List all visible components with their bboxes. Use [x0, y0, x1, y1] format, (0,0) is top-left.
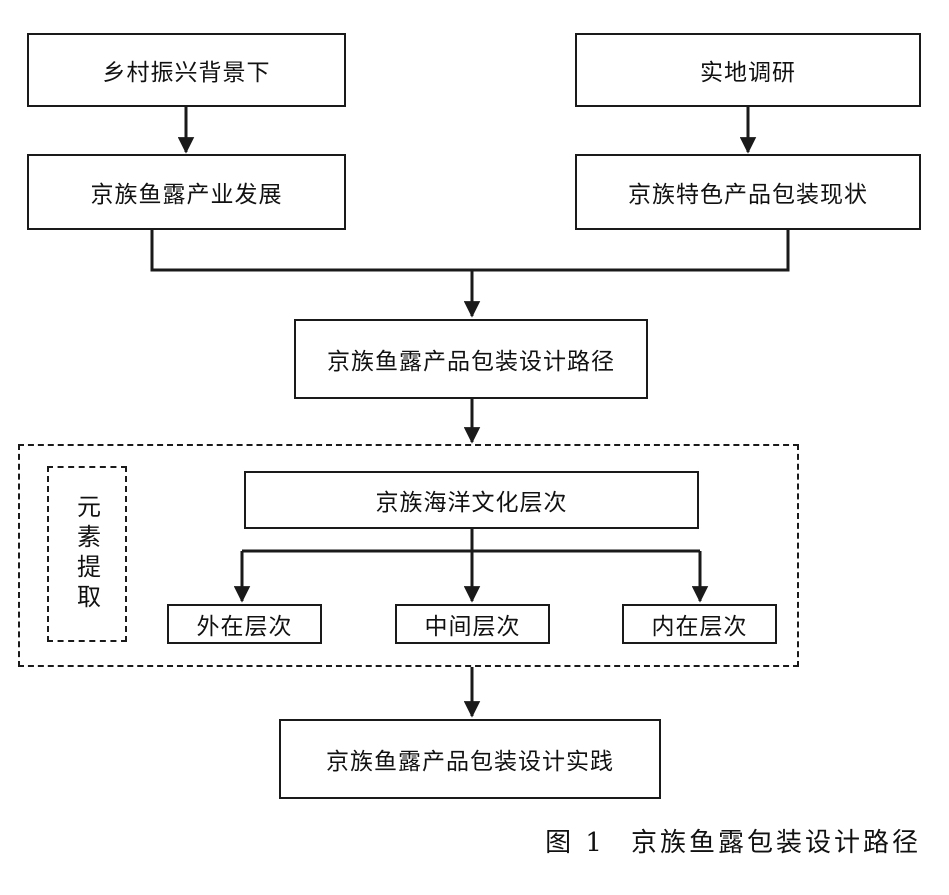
node-culture-levels: 京族海洋文化层次: [244, 471, 699, 529]
node-industry-development: 京族鱼露产业发展: [27, 154, 346, 230]
node-packaging-status: 京族特色产品包装现状: [575, 154, 921, 230]
side-label-element-extraction: 元素提取: [47, 466, 127, 642]
merge-connector: [150, 230, 790, 272]
figure-title: 京族鱼露包装设计路径: [630, 828, 921, 858]
node-design-practice: 京族鱼露产品包装设计实践: [279, 719, 661, 799]
node-outer-level: 外在层次: [167, 604, 322, 644]
figure-number: 图 1: [545, 828, 605, 858]
element-extraction-group: [18, 444, 799, 667]
node-rural-revitalization: 乡村振兴背景下: [27, 33, 346, 107]
node-design-path: 京族鱼露产品包装设计路径: [294, 319, 648, 399]
node-field-research: 实地调研: [575, 33, 921, 107]
node-middle-level: 中间层次: [395, 604, 550, 644]
figure-caption: 图 1 京族鱼露包装设计路径: [545, 822, 921, 859]
node-inner-level: 内在层次: [622, 604, 777, 644]
